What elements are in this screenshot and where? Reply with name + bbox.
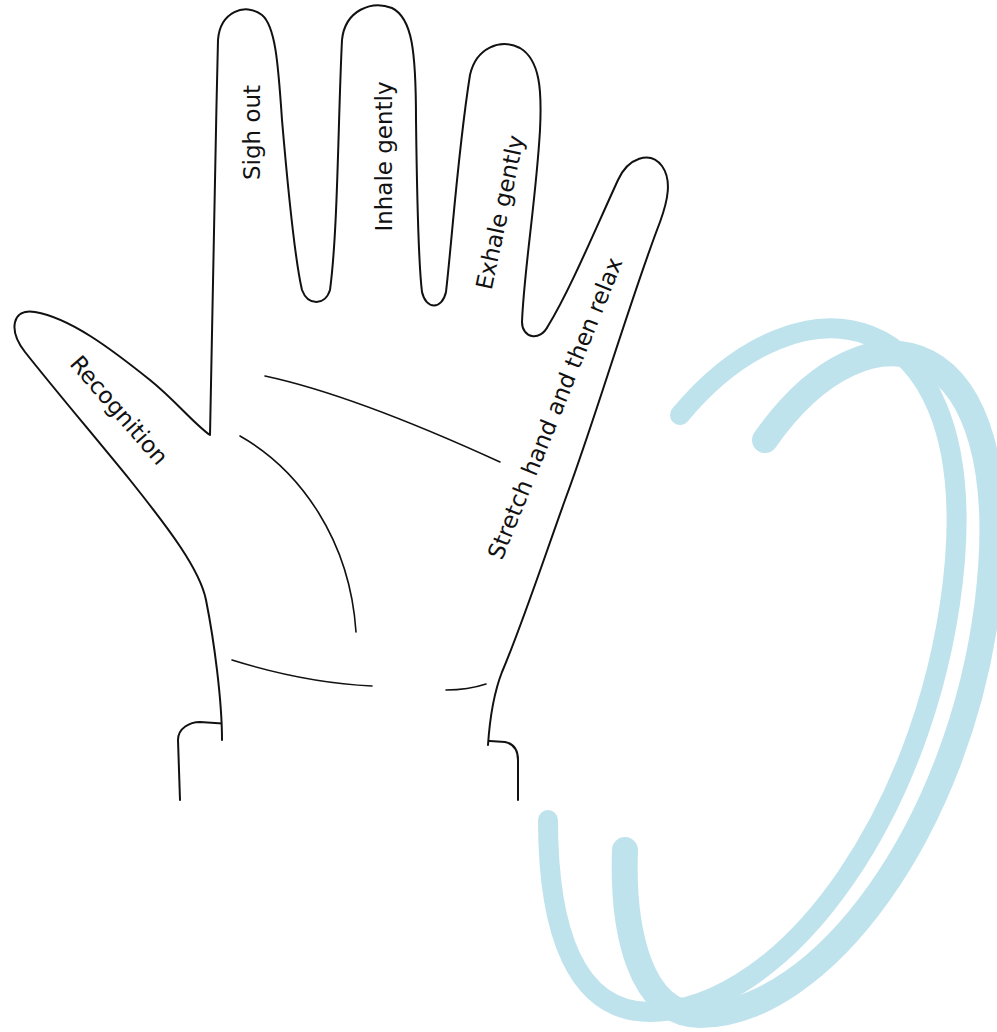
swirl-stroke [625, 354, 993, 1015]
hand-outline [15, 5, 668, 745]
finger-label: Sigh out [241, 84, 264, 179]
swirl-stroke [548, 328, 957, 1012]
finger-label: Inhale gently [373, 81, 396, 231]
palm-line [232, 660, 372, 686]
palm-line [240, 436, 356, 632]
palm-line [446, 684, 486, 690]
palm-line [265, 376, 500, 462]
